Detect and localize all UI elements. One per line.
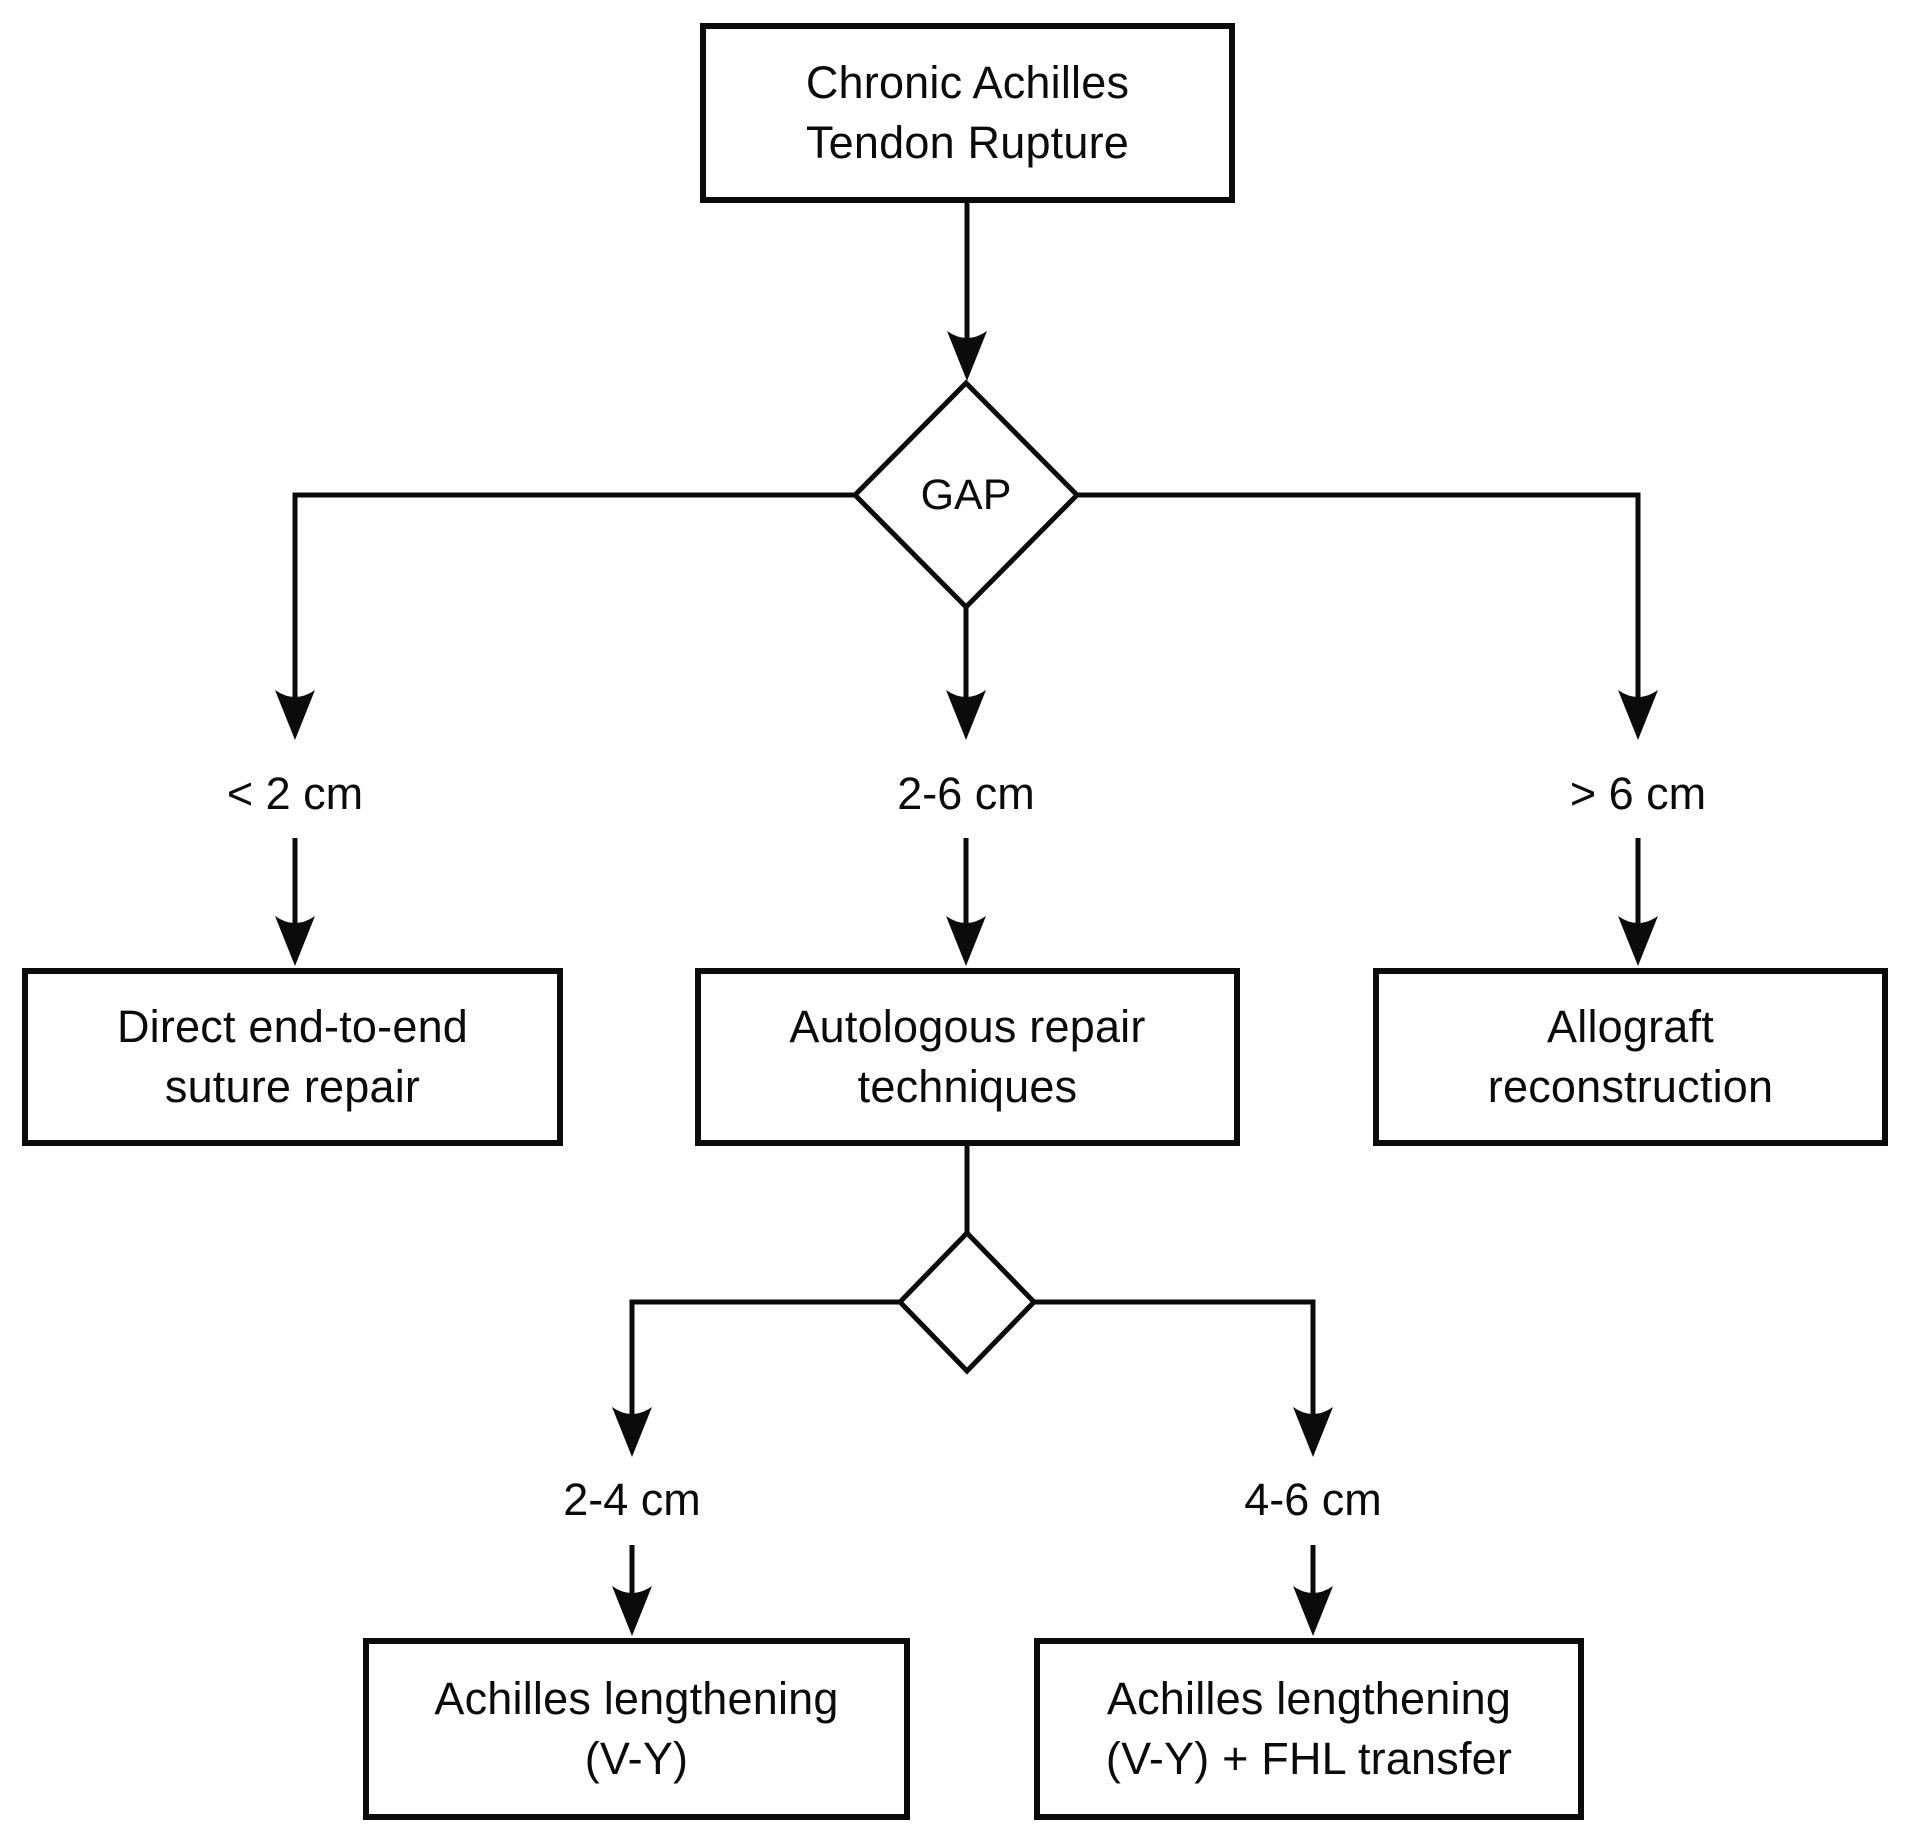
arrowhead-subgap-to-24 [612, 1407, 652, 1457]
edge-gap-to-gt6 [1077, 492, 1641, 698]
arrowhead-root-to-gap [947, 331, 987, 381]
branch-label-gt-6cm: > 6 cm [1569, 768, 1707, 819]
branch-label-2-4cm: 2-4 cm [563, 1474, 701, 1525]
arrowhead-gap-to-lt2 [275, 690, 315, 740]
gap-decision-diamond [851, 379, 1081, 611]
gap-decision-label: GAP [920, 471, 1012, 519]
branch-label-2-6cm: 2-6 cm [897, 768, 1035, 819]
arrowhead-lt2-to-direct [275, 916, 315, 966]
node-achilles-lengthening-vy: Achilles lengthening (V-Y) [363, 1638, 910, 1820]
edge-subgap-to-46 [1034, 1299, 1316, 1415]
node-achilles-lengthening-vy-fhl-transfer: Achilles lengthening (V-Y) + FHL transfe… [1034, 1638, 1584, 1820]
sub-decision-diamond [896, 1229, 1038, 1375]
node-autologous-repair-techniques: Autologous repair techniques [695, 968, 1240, 1146]
branch-label-4-6cm: 4-6 cm [1244, 1474, 1382, 1525]
arrowhead-gap-to-26 [946, 690, 986, 740]
branch-label-lt-2cm: < 2 cm [226, 768, 364, 819]
node-allograft-reconstruction: Allograft reconstruction [1373, 968, 1888, 1146]
edge-subgap-to-24 [629, 1299, 900, 1415]
node-direct-end-to-end-suture-repair: Direct end-to-end suture repair [22, 968, 563, 1146]
arrowhead-gt6-to-allograft [1618, 916, 1658, 966]
arrowhead-subgap-to-46 [1293, 1407, 1333, 1457]
arrowhead-24-to-vy [612, 1586, 652, 1636]
node-chronic-achilles-tendon-rupture: Chronic Achilles Tendon Rupture [700, 23, 1235, 203]
edge-gap-to-lt2 [292, 492, 855, 698]
arrowhead-46-to-vyfhl [1293, 1586, 1333, 1636]
arrowhead-26-to-autologous [946, 916, 986, 966]
arrowhead-gap-to-gt6 [1618, 690, 1658, 740]
